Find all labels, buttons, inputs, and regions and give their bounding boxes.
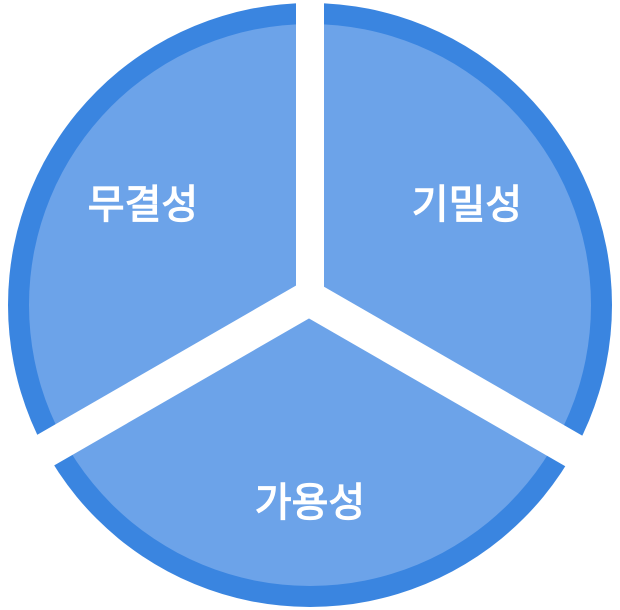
separator-top [296, 0, 324, 300]
separator-lower-left [23, 285, 315, 473]
segment-separators [23, 0, 595, 473]
separator-center [296, 280, 324, 318]
segment-label-integrity: 무결성 [88, 182, 198, 228]
segment-label-availability: 가용성 [255, 480, 365, 526]
separator-lower-right [303, 285, 595, 473]
segment-label-confidentiality: 기밀성 [412, 182, 522, 228]
